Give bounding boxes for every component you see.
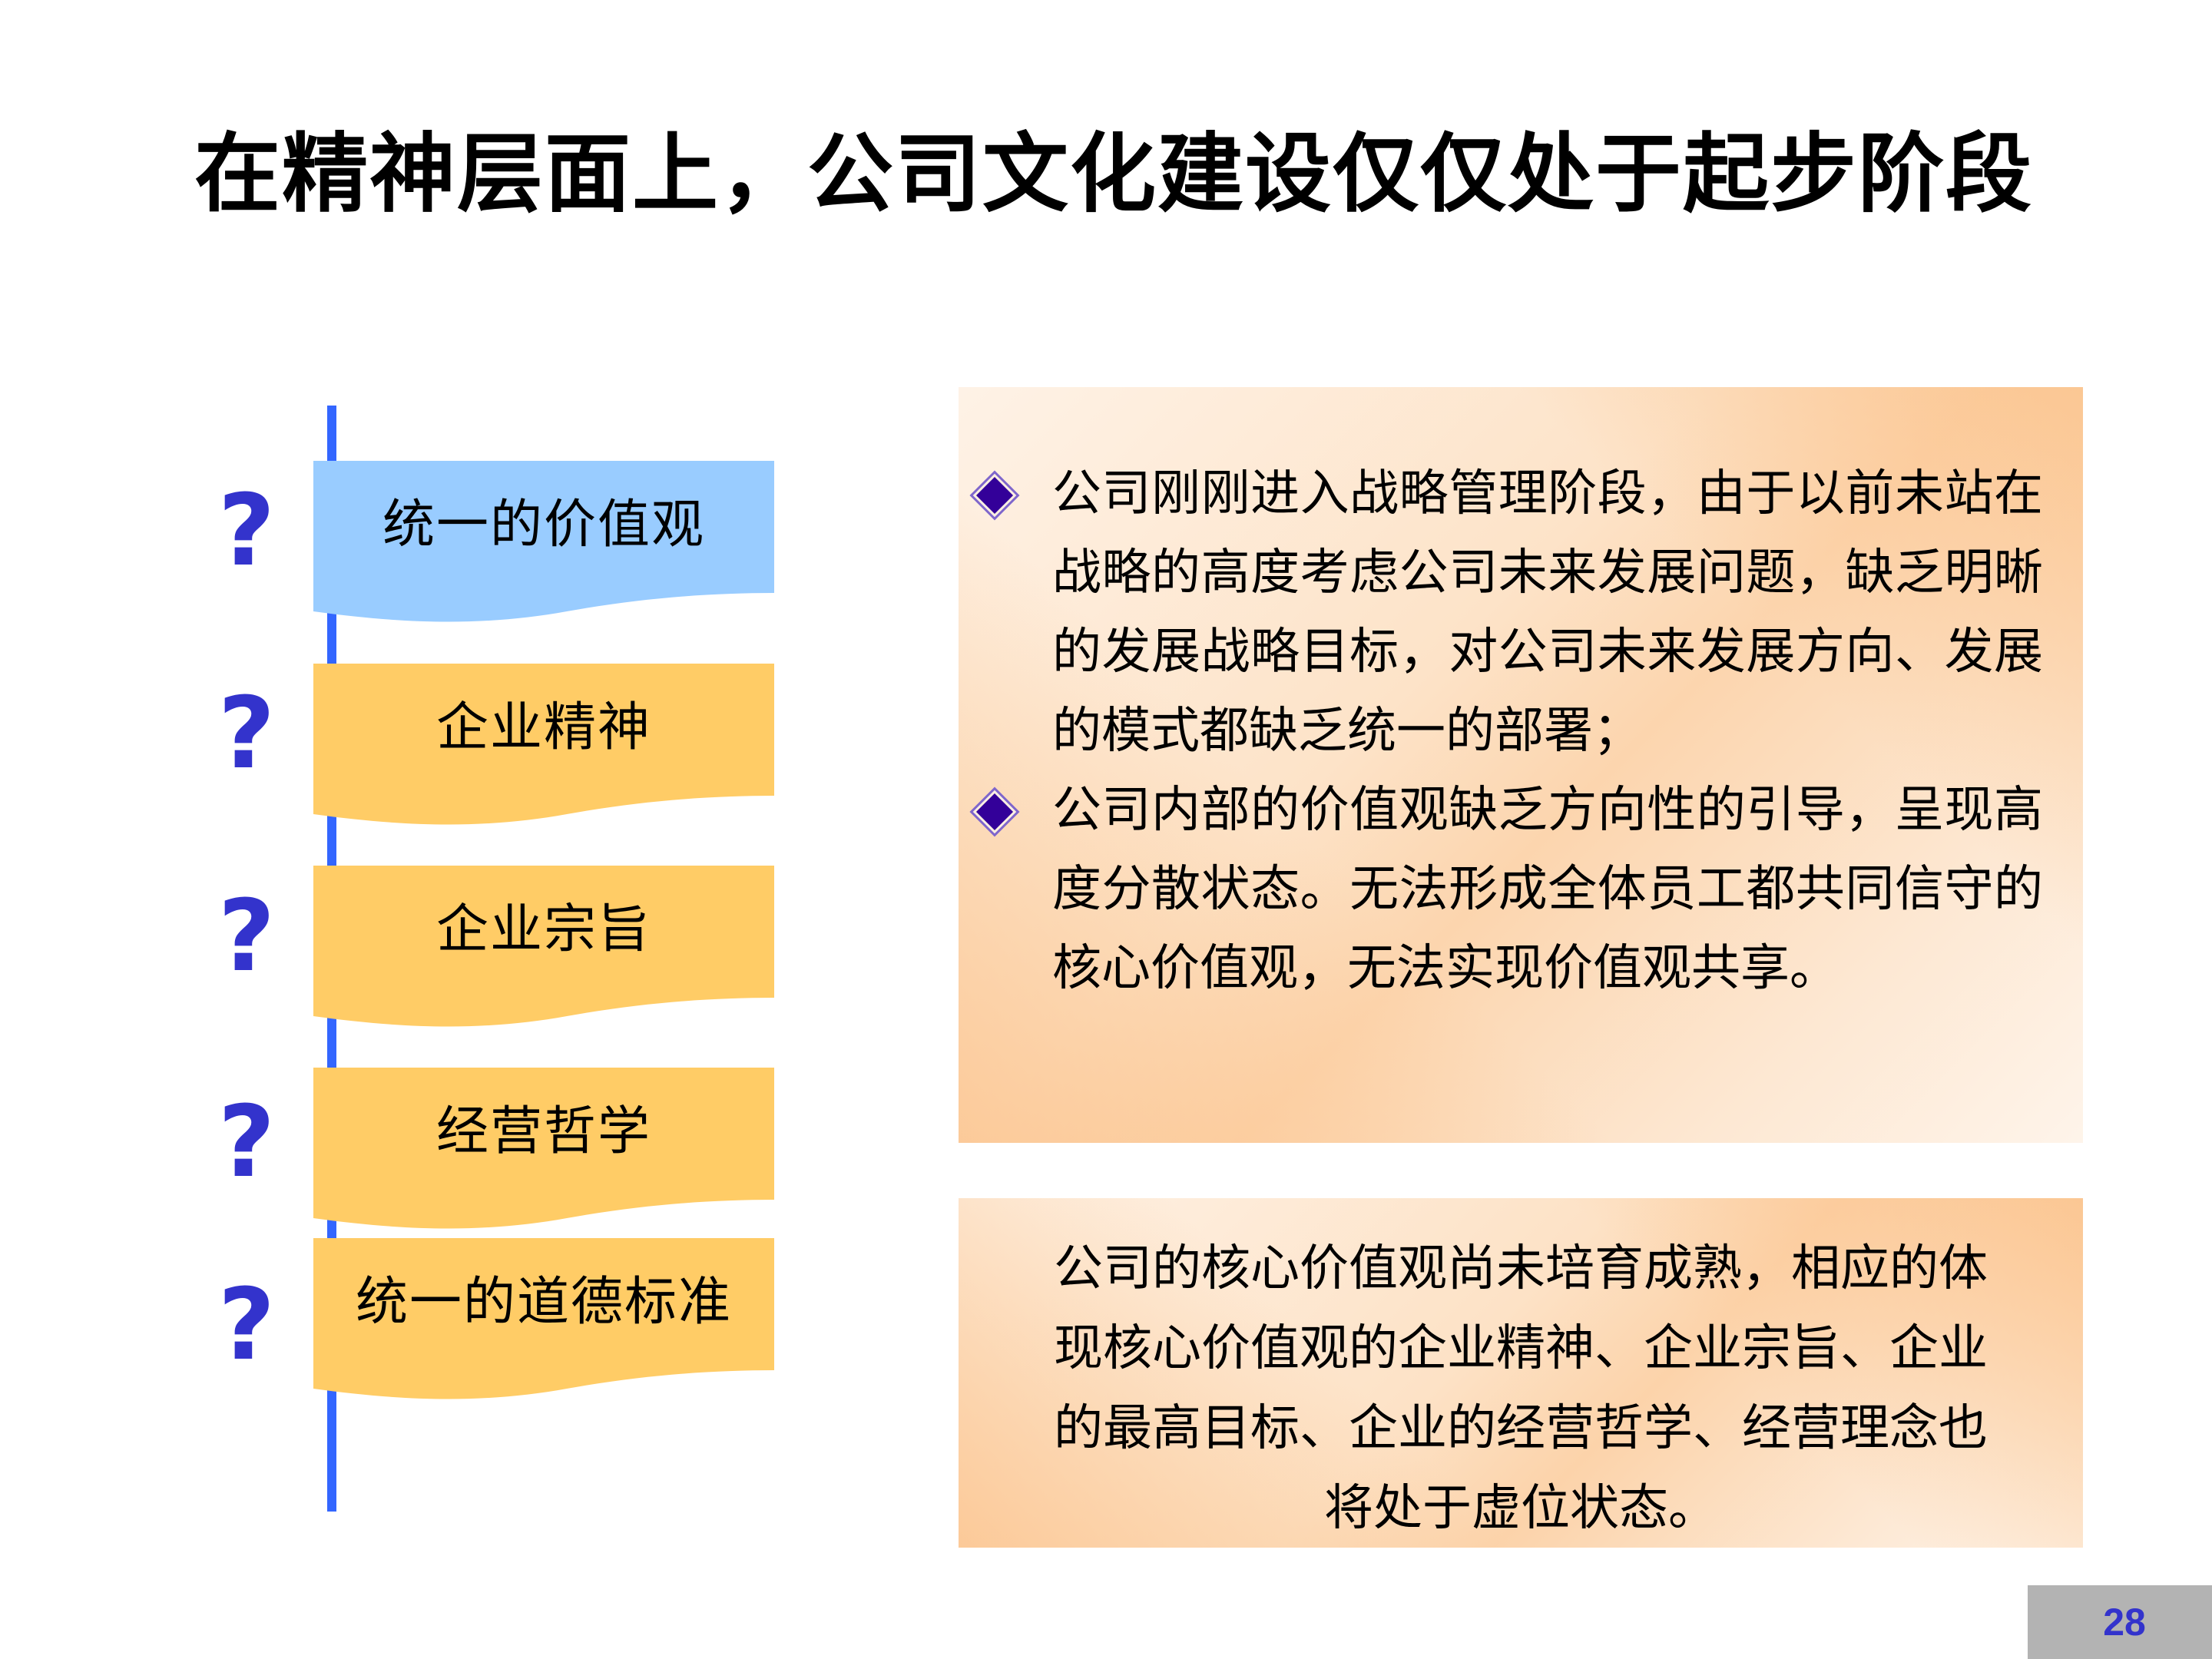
step-label: 统一的道德标准 — [355, 1271, 732, 1333]
bullet-list: 公司刚刚进入战略管理阶段，由于以前未站在战略的高度考虑公司未来发展问题，缺乏明晰… — [959, 455, 2083, 1008]
step-label: 企业宗旨 — [435, 899, 651, 960]
conclusion-panel: 公司的核心价值观尚未培育成熟，相应的体 现核心价值观的企业精神、企业宗旨、企业 … — [959, 1198, 2083, 1548]
page-number: 28 — [2103, 1601, 2146, 1644]
conclusion-line: 将处于虚位状态。 — [1324, 1480, 1717, 1537]
step-banner-enterprise-purpose: 企业宗旨 — [313, 866, 774, 1028]
question-mark-icon: ? — [217, 1268, 276, 1382]
issues-panel: 公司刚刚进入战略管理阶段，由于以前未站在战略的高度考虑公司未来发展问题，缺乏明晰… — [959, 387, 2083, 1143]
conclusion-text: 公司的核心价值观尚未培育成熟，相应的体 现核心价值观的企业精神、企业宗旨、企业 … — [998, 1229, 2043, 1548]
bullet-text: 公司内部的价值观缺乏方向性的引导，呈现高度分散状态。无法形成全体员工都共同信守的… — [1052, 782, 2043, 997]
page-number-badge: 28 — [2028, 1585, 2212, 1659]
diamond-bullet-icon — [975, 793, 1014, 831]
bullet-item: 公司内部的价值观缺乏方向性的引导，呈现高度分散状态。无法形成全体员工都共同信守的… — [959, 771, 2083, 1008]
step-label: 经营哲学 — [435, 1101, 651, 1162]
wave-banner-shape — [313, 664, 774, 825]
wave-banner-shape — [313, 1068, 774, 1229]
question-mark-icon: ? — [217, 879, 276, 994]
conclusion-line: 公司的核心价值观尚未培育成熟，相应的体 — [1054, 1240, 1988, 1297]
wave-banner-shape — [313, 1238, 774, 1399]
conclusion-line: 现核心价值观的企业精神、企业宗旨、企业 — [1054, 1320, 1988, 1377]
step-label: 统一的价值观 — [382, 494, 705, 555]
bullet-text: 公司刚刚进入战略管理阶段，由于以前未站在战略的高度考虑公司未来发展问题，缺乏明晰… — [1052, 465, 2043, 760]
wave-banner-shape — [313, 866, 774, 1027]
question-mark-icon: ? — [217, 1085, 276, 1200]
wave-banner-shape — [313, 461, 774, 622]
question-mark-icon: ? — [217, 677, 276, 791]
diamond-bullet-icon — [975, 476, 1014, 515]
step-label: 企业精神 — [435, 697, 651, 758]
step-banner-unified-ethics: 统一的道德标准 — [313, 1238, 774, 1401]
conclusion-line: 的最高目标、企业的经营哲学、经营理念也 — [1054, 1400, 1988, 1457]
step-banner-unified-values: 统一的价值观 — [313, 461, 774, 624]
step-banner-enterprise-spirit: 企业精神 — [313, 664, 774, 826]
slide-title: 在精神层面上，公司文化建设仅仅处于起步阶段 — [194, 124, 2033, 224]
question-mark-icon: ? — [217, 474, 276, 588]
step-banner-business-philosophy: 经营哲学 — [313, 1068, 774, 1230]
bullet-item: 公司刚刚进入战略管理阶段，由于以前未站在战略的高度考虑公司未来发展问题，缺乏明晰… — [959, 455, 2083, 771]
